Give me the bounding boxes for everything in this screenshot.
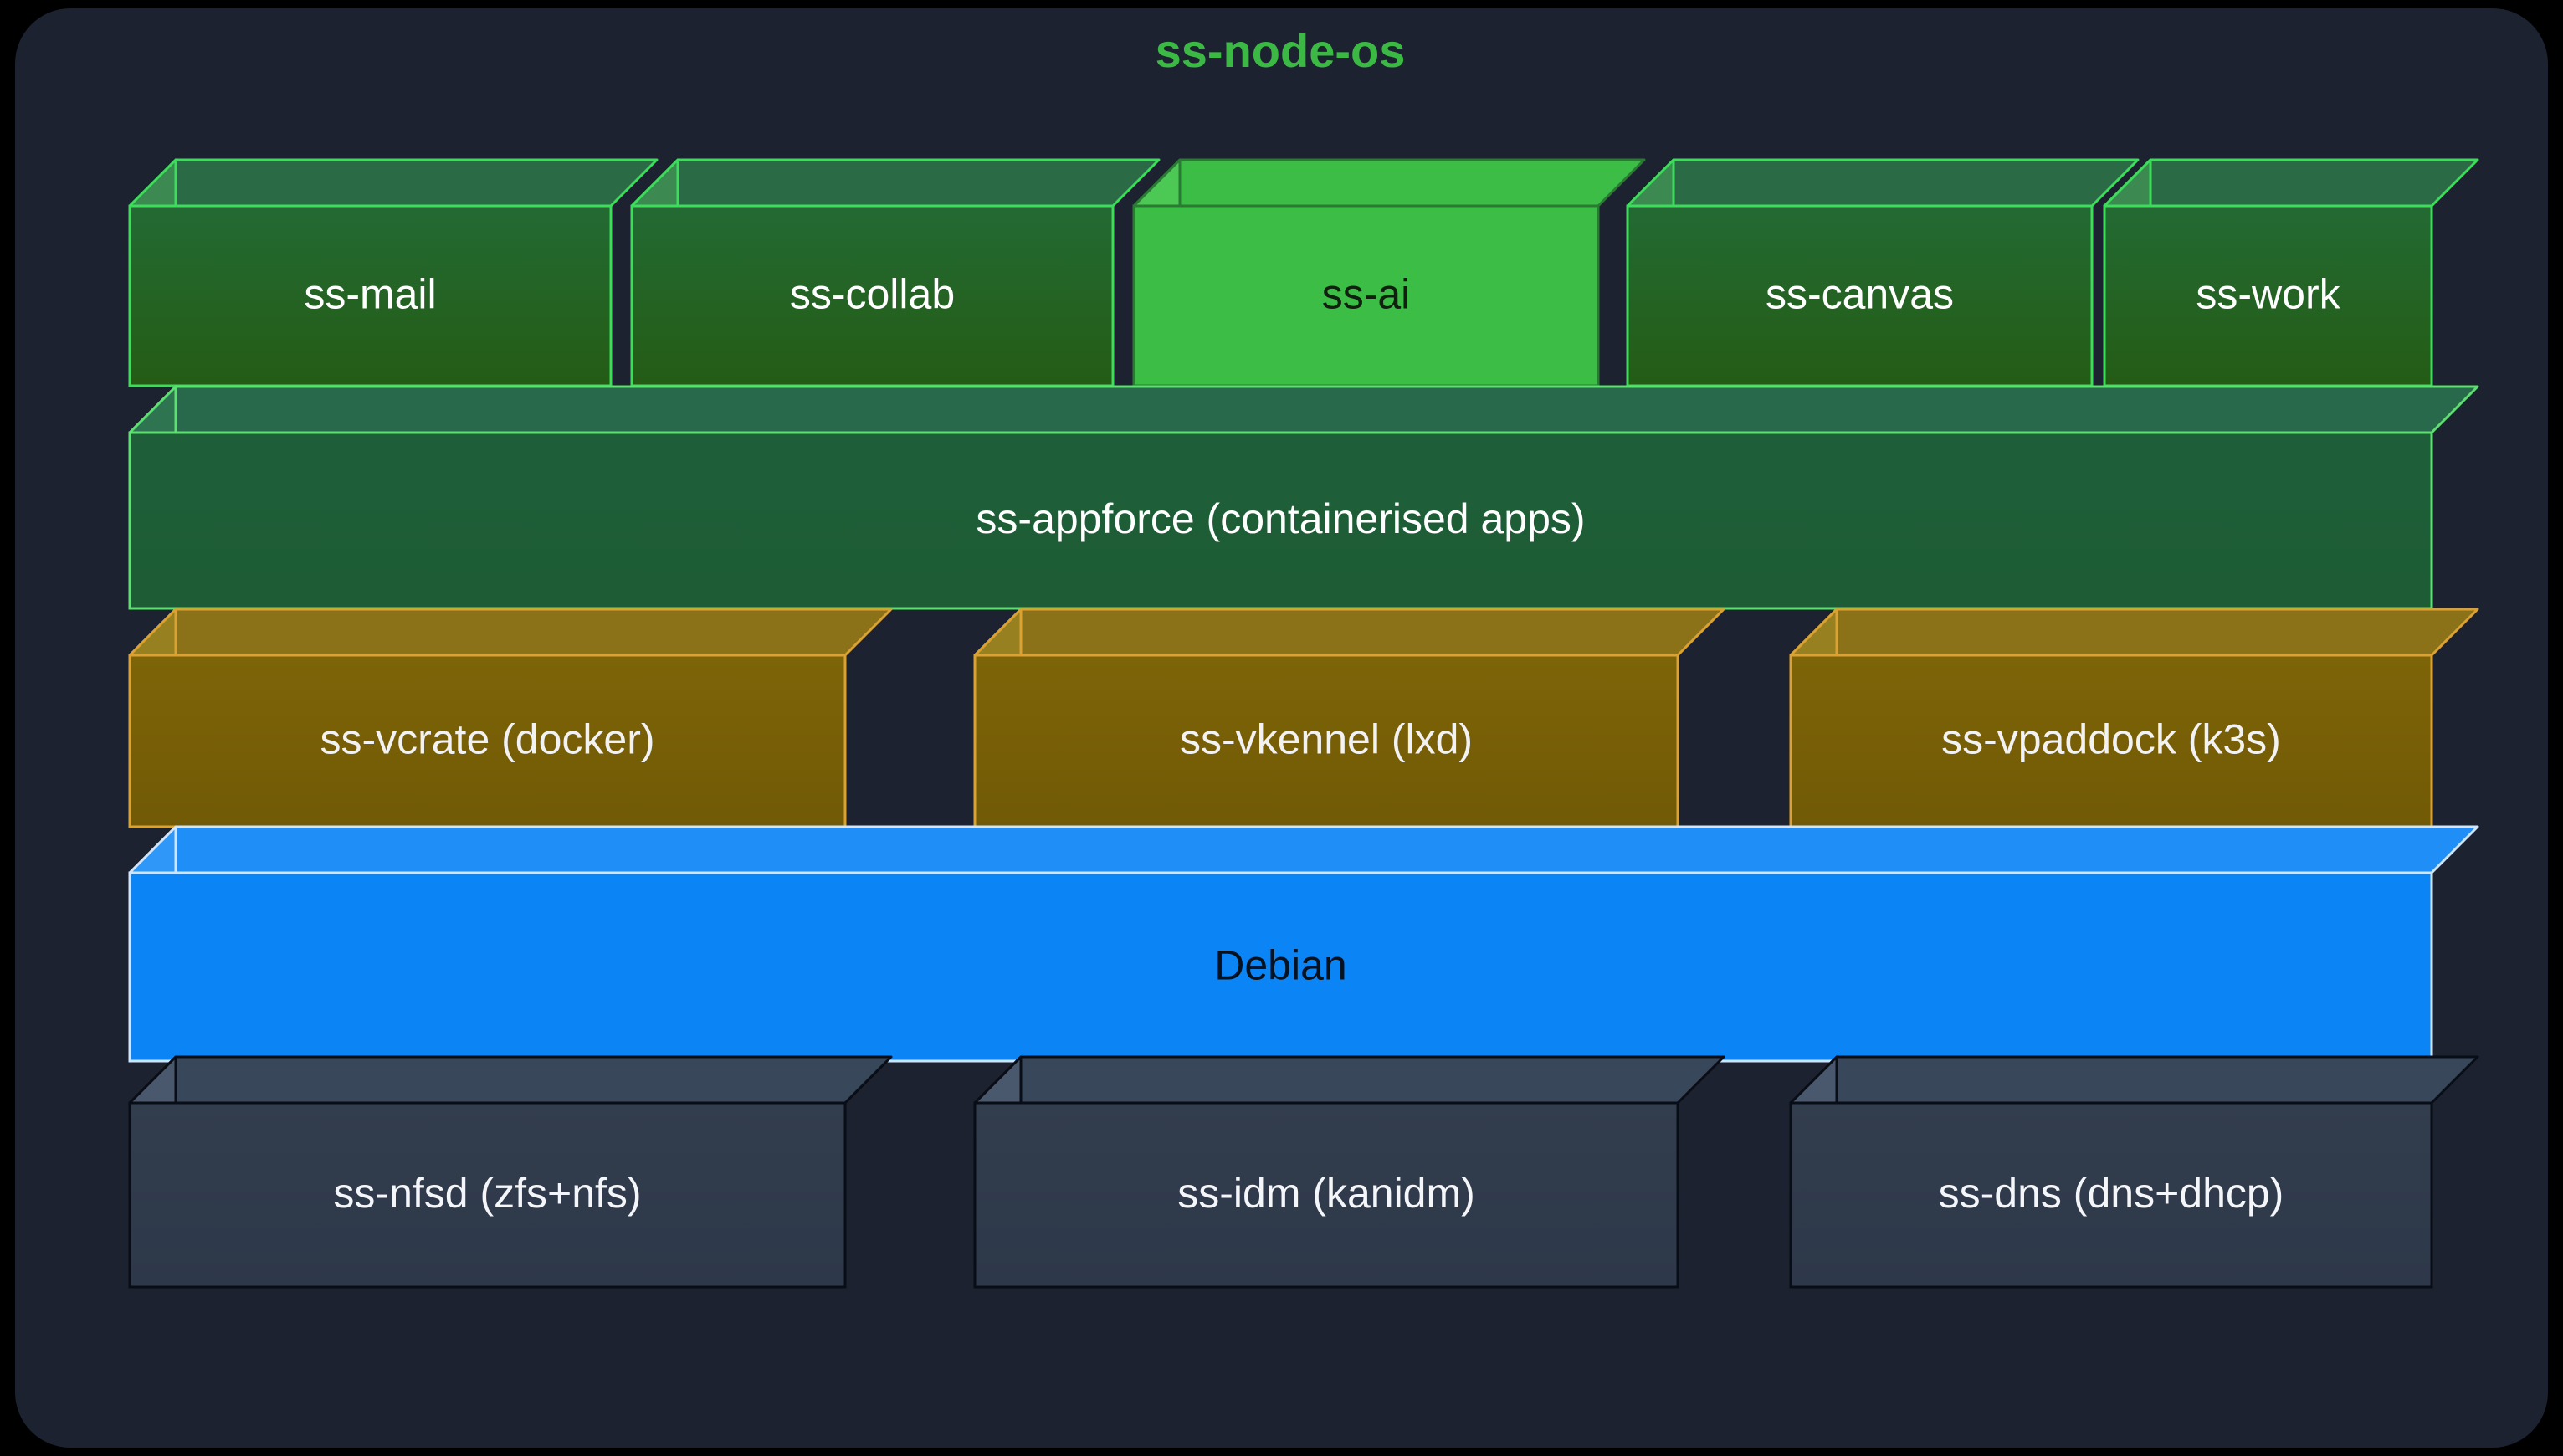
box-front-face	[973, 1101, 1679, 1289]
box-front-face	[1132, 204, 1600, 387]
box-front-face	[128, 654, 847, 828]
box-top-face	[1789, 608, 2479, 657]
box-ss-mail[interactable]: ss-mail	[128, 158, 659, 387]
box-label: ss-idm (kanidm)	[1177, 1170, 1475, 1217]
layer-applications: ss-mail ss-collab ss-ai ss-canvas ss-work	[128, 158, 2479, 387]
layer-app-platform: ss-appforce (containerised apps)	[128, 385, 2479, 610]
box-ss-vkennel[interactable]: ss-vkennel (lxd)	[973, 608, 1725, 828]
box-label: ss-work	[2196, 271, 2340, 318]
box-top-face	[973, 1055, 1725, 1105]
box-ss-vcrate[interactable]: ss-vcrate (docker)	[128, 608, 893, 828]
box-top-face	[1626, 158, 2140, 208]
box-ss-dns[interactable]: ss-dns (dns+dhcp)	[1789, 1055, 2479, 1289]
box-top-face	[128, 385, 2479, 434]
box-front-face	[1789, 654, 2433, 828]
box-top-face	[128, 158, 659, 208]
box-top-face	[128, 608, 893, 657]
box-ss-collab[interactable]: ss-collab	[630, 158, 1161, 387]
layer-infrastructure-services: ss-nfsd (zfs+nfs) ss-idm (kanidm) ss-dns (…	[128, 1055, 2479, 1289]
box-label: ss-vkennel (lxd)	[1180, 716, 1473, 763]
box-label: ss-vpaddock (k3s)	[1941, 716, 2281, 763]
diagram-title: ss-node-os	[1156, 24, 1406, 77]
box-label: ss-canvas	[1766, 271, 1954, 318]
box-front-face	[1626, 204, 2094, 387]
box-top-face	[1132, 158, 1646, 208]
box-ss-work[interactable]: ss-work	[2103, 158, 2479, 387]
box-label: ss-mail	[304, 271, 436, 318]
box-label: ss-dns (dns+dhcp)	[1939, 1170, 2284, 1217]
box-ss-idm[interactable]: ss-idm (kanidm)	[973, 1055, 1725, 1289]
box-ss-ai[interactable]: ss-ai	[1132, 158, 1646, 387]
box-front-face	[128, 204, 613, 387]
layer-virtualisation: ss-vcrate (docker) ss-vkennel (lxd) ss-vpa…	[128, 608, 2479, 828]
box-top-face	[630, 158, 1161, 208]
box-ss-appforce[interactable]: ss-appforce (containerised apps)	[128, 385, 2479, 610]
box-label: ss-vcrate (docker)	[320, 716, 654, 763]
box-label: ss-appforce (containerised apps)	[976, 495, 1585, 542]
box-Debian[interactable]: Debian	[128, 825, 2479, 1063]
box-front-face	[973, 654, 1679, 828]
box-front-face	[2103, 204, 2433, 387]
box-front-face	[630, 204, 1115, 387]
box-top-face	[128, 825, 2479, 874]
box-top-face	[1789, 1055, 2479, 1105]
box-label: ss-collab	[790, 271, 955, 318]
box-top-face	[2103, 158, 2479, 208]
box-ss-vpaddock[interactable]: ss-vpaddock (k3s)	[1789, 608, 2479, 828]
box-top-face	[128, 1055, 893, 1105]
box-label: Debian	[1214, 942, 1346, 989]
box-front-face	[128, 431, 2433, 610]
box-ss-nfsd[interactable]: ss-nfsd (zfs+nfs)	[128, 1055, 893, 1289]
box-label: ss-nfsd (zfs+nfs)	[333, 1170, 641, 1217]
box-front-face	[1789, 1101, 2433, 1289]
box-ss-canvas[interactable]: ss-canvas	[1626, 158, 2140, 387]
layer-operating-system: Debian	[128, 825, 2479, 1063]
box-top-face	[973, 608, 1725, 657]
box-label: ss-ai	[1322, 271, 1411, 318]
box-front-face	[128, 1101, 847, 1289]
